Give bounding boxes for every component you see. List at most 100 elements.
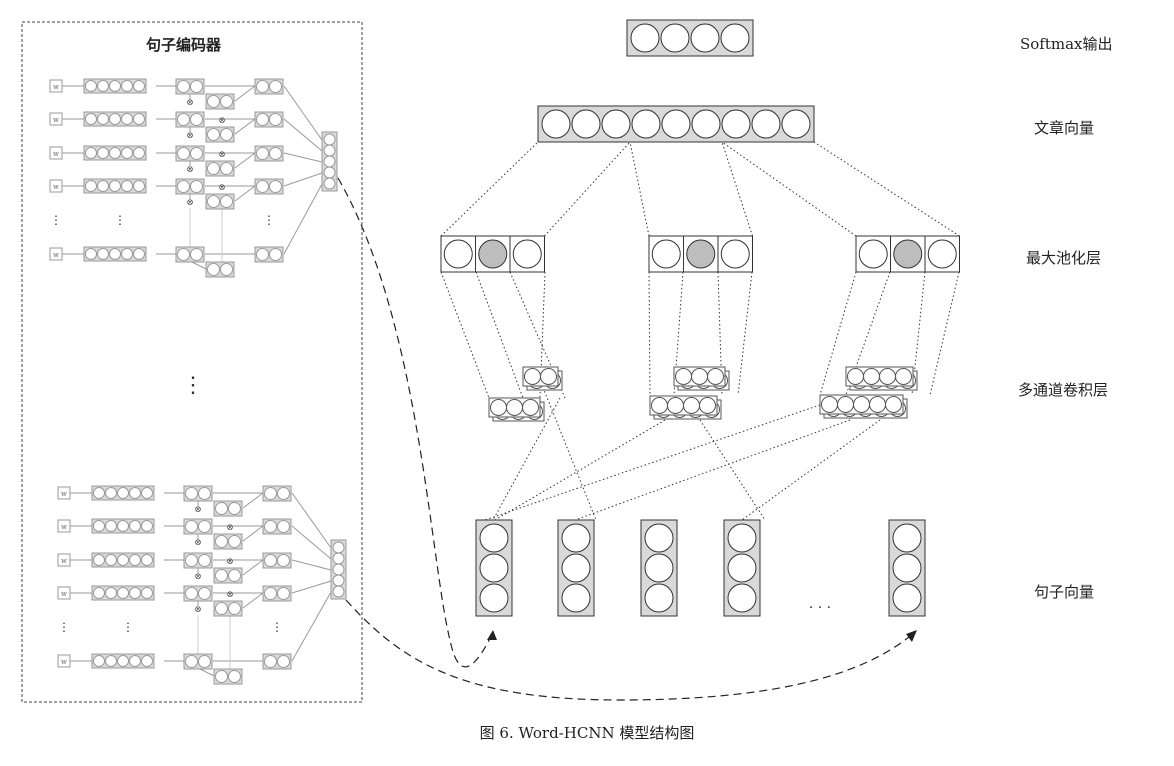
hidden-output-vector-cell <box>277 487 290 500</box>
hidden-output-vector-cell <box>256 248 269 261</box>
word-embedding-vector-cell <box>117 587 129 599</box>
sentence-vector-column-cell <box>561 523 591 553</box>
word-embedding-vector-cell <box>121 248 133 260</box>
pool-to-conv-line <box>475 271 524 399</box>
word-embedding-vector-cell <box>129 587 141 599</box>
product-symbol: ⊗ <box>194 538 202 548</box>
maxpool-cell-circle <box>720 239 750 269</box>
conv-layer-label: 多通道卷积层 <box>1018 381 1109 399</box>
word-embedding-vector-cell <box>141 520 153 532</box>
forward-state-vector-cell <box>190 113 203 126</box>
conv-to-sentence-line <box>494 419 666 521</box>
conv-channel-e-cell <box>895 368 912 385</box>
pool-to-conv-line <box>648 271 651 396</box>
conv-channel-f-cell <box>837 396 854 413</box>
hidden-output-vector-cell <box>264 554 277 567</box>
sentence-vector-label: 句子向量 <box>1034 583 1095 601</box>
encoded-sentence-vector-cell <box>332 541 345 554</box>
word-symbol: w <box>61 590 67 598</box>
pool-to-conv-line <box>717 271 723 396</box>
conv-channel-c-cell <box>707 368 724 385</box>
conv-channel-a-cell <box>524 368 541 385</box>
conv-channel-e-cell <box>879 368 896 385</box>
word-input-box <box>57 586 71 600</box>
connection-lines <box>62 85 960 701</box>
conv-channel-e-cell <box>863 368 880 385</box>
word-embedding-vector-cell <box>133 180 145 192</box>
document-vector-cell <box>691 109 721 139</box>
vertical-ellipsis: ⋮ <box>114 213 126 227</box>
conv-channel-c-cell <box>691 368 708 385</box>
sentence-vector-column-cell <box>892 583 922 613</box>
hidden-output-vector-cell <box>277 554 290 567</box>
sentence-vector-column-cell <box>644 583 674 613</box>
forward-state-vector-cell <box>177 248 190 261</box>
panel-vertical-ellipsis: ⋮ <box>182 373 204 398</box>
word-symbol: w <box>53 116 59 124</box>
backward-state-vector-cell <box>215 535 228 548</box>
hidden-output-vector-cell <box>256 113 269 126</box>
backward-state-vector-cell <box>228 670 241 683</box>
encoded-sentence-vector-cell <box>323 177 336 190</box>
backward-state-vector-cell <box>207 263 220 276</box>
backward-state-vector-cell <box>228 535 241 548</box>
product-symbol: ⊗ <box>218 183 226 193</box>
word-embedding-vector-cell <box>133 113 145 125</box>
word-embedding-vector-cell <box>105 487 117 499</box>
word-embedding-vector-cell <box>85 147 97 159</box>
sentence-vector-column-cell <box>644 553 674 583</box>
sentence-vector-column-cell <box>561 583 591 613</box>
backward-state-vector-cell <box>215 670 228 683</box>
vertical-ellipsis: ⋮ <box>122 620 134 634</box>
word-embedding-vector-cell <box>117 520 129 532</box>
hidden-to-sentence-line <box>291 525 332 560</box>
encoded-sentence-vector-cell <box>323 144 336 157</box>
hidden-output-vector-cell <box>277 520 290 533</box>
pool-to-doc-line <box>544 141 631 237</box>
backward-state-vector-cell <box>220 95 233 108</box>
word-embedding-vector-cell <box>85 113 97 125</box>
backward-to-output-line <box>242 592 264 609</box>
backward-state-vector-cell <box>215 602 228 615</box>
product-symbol: ⊗ <box>186 198 194 208</box>
word-symbol: w <box>61 658 67 666</box>
product-symbol: ⊗ <box>226 557 234 567</box>
hidden-output-vector-cell <box>269 80 282 93</box>
maxpool-cell-circle <box>512 239 542 269</box>
hidden-output-vector-cell <box>264 587 277 600</box>
encoder-to-sentence-arrow-2 <box>345 599 916 701</box>
softmax-output-vector-cell <box>720 23 750 53</box>
forward-state-vector-cell <box>190 80 203 93</box>
hidden-output-vector-cell <box>269 248 282 261</box>
forward-state-vector-cell <box>190 147 203 160</box>
maxpool-selected-cell <box>686 239 716 269</box>
backward-state-vector-cell <box>207 195 220 208</box>
sentence-vector-column-cell <box>479 583 509 613</box>
pool-to-doc-line <box>813 141 960 237</box>
forward-state-vector-cell <box>190 180 203 193</box>
hidden-to-sentence-line <box>291 492 332 549</box>
forward-state-vector-cell <box>198 554 211 567</box>
word-embedding-vector-cell <box>109 80 121 92</box>
word-embedding-vector-cell <box>129 487 141 499</box>
backward-state-vector-cell <box>207 95 220 108</box>
product-symbol: ⊗ <box>186 98 194 108</box>
conv-channel-d-cell <box>667 397 684 414</box>
forward-state-vector-cell <box>198 520 211 533</box>
forward-state-vector-cell <box>198 587 211 600</box>
encoded-sentence-vector-cell <box>332 552 345 565</box>
backward-state-vector-cell <box>228 502 241 515</box>
document-vector-cell <box>751 109 781 139</box>
document-vector-cell <box>661 109 691 139</box>
vertical-ellipsis: ⋮ <box>50 213 62 227</box>
backward-state-vector-cell <box>220 128 233 141</box>
word-embedding-vector-cell <box>97 113 109 125</box>
word-input-box <box>57 553 71 567</box>
word-embedding-vector-cell <box>141 655 153 667</box>
sentence-vector-column-cell <box>479 523 509 553</box>
word-embedding-vector-cell <box>85 248 97 260</box>
forward-state-vector-cell <box>190 248 203 261</box>
vertical-ellipsis: ⋮ <box>271 620 283 634</box>
softmax-output-vector-cell <box>660 23 690 53</box>
